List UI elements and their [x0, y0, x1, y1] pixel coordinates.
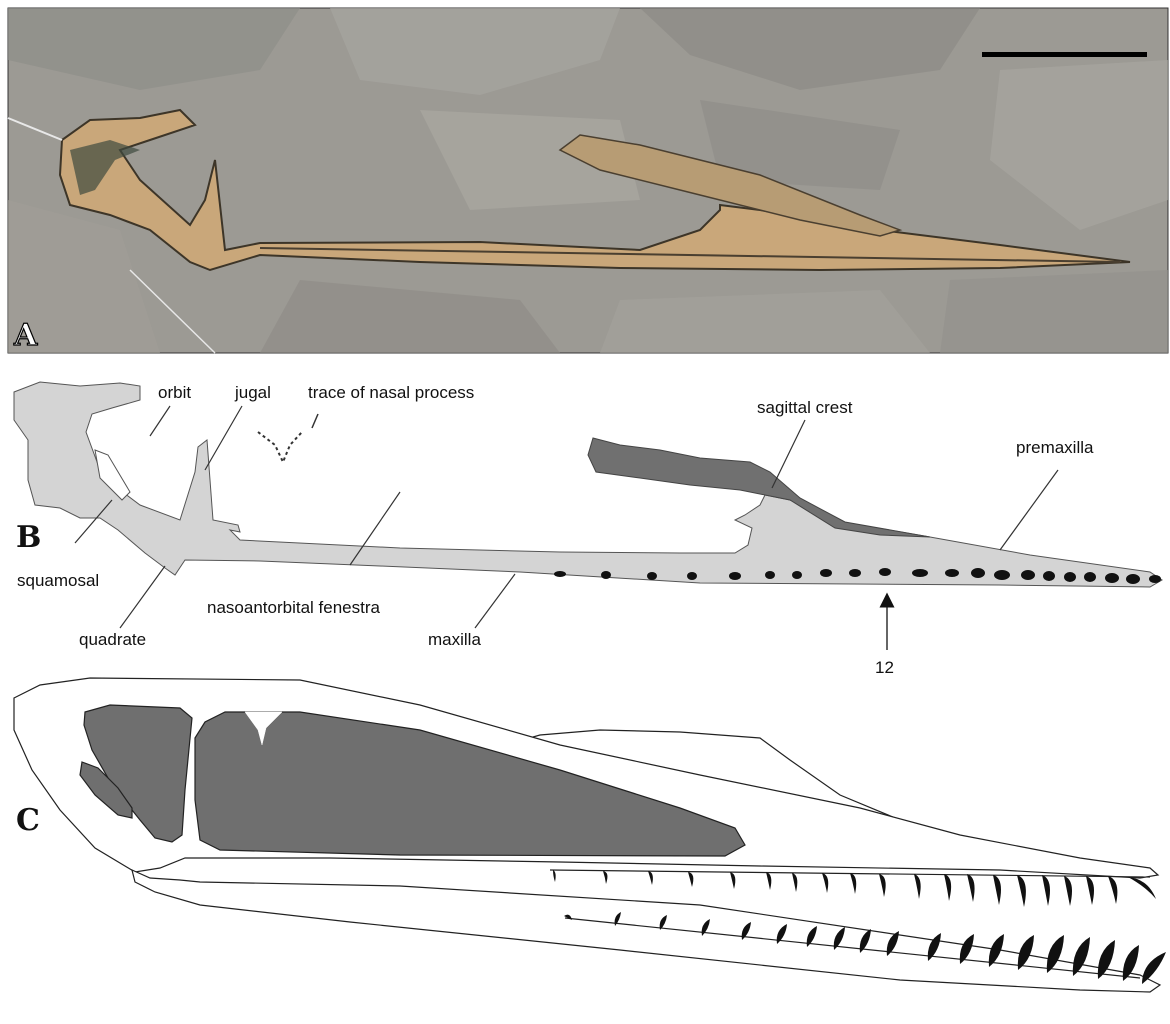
panel-label-b: B: [16, 520, 41, 555]
lower-jaw-c: [132, 870, 1160, 992]
label-tooth-number: 12: [875, 658, 894, 677]
panel-label-a: A: [13, 318, 38, 353]
label-nasoantorbital: nasoantorbital fenestra: [207, 598, 380, 617]
label-quadrate: quadrate: [79, 630, 146, 649]
label-squamosal: squamosal: [17, 571, 99, 590]
skull-outline-b: [14, 382, 1162, 587]
panel-label-c: C: [16, 803, 40, 838]
label-maxilla: maxilla: [428, 630, 481, 649]
label-orbit: orbit: [158, 383, 191, 402]
label-premaxilla: premaxilla: [1016, 438, 1094, 457]
label-jugal: jugal: [234, 383, 271, 402]
interpretation-panel: B: [14, 382, 1162, 677]
photo-panel: A: [8, 8, 1168, 353]
label-trace-nasal: trace of nasal process: [308, 383, 474, 402]
label-sagittal-crest: sagittal crest: [757, 398, 853, 417]
scale-bar: [982, 52, 1147, 57]
reconstruction-panel: C: [14, 678, 1166, 992]
